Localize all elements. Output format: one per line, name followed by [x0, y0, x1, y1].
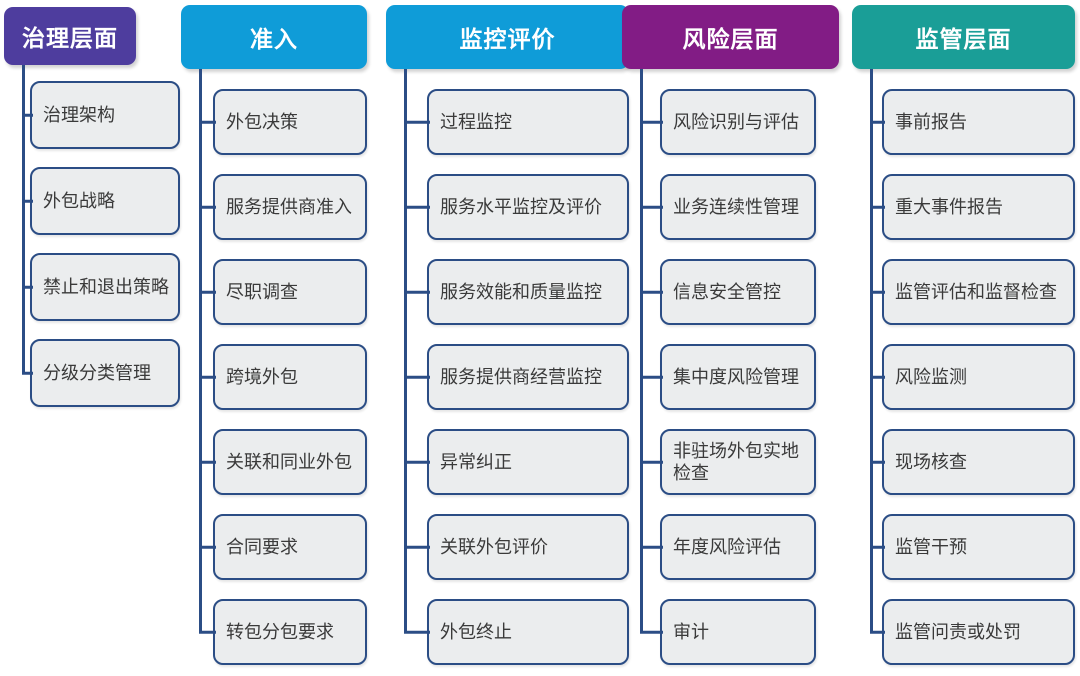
node-regulation: 现场核查 — [852, 429, 1075, 495]
node-monitoring-evaluation: 外包终止 — [386, 599, 629, 665]
node-risk: 非驻场外包实地检查 — [622, 429, 839, 495]
node-label: 外包终止 — [427, 599, 629, 665]
node-risk: 风险识别与评估 — [622, 89, 839, 155]
node-label: 风险识别与评估 — [660, 89, 816, 155]
node-label: 治理架构 — [30, 81, 180, 149]
node-governance: 外包战略 — [4, 167, 180, 235]
node-label: 服务提供商准入 — [213, 174, 367, 240]
column-items-regulation: 事前报告重大事件报告监管评估和监督检查风险监测现场核查监管干预监管问责或处罚 — [852, 69, 1075, 665]
node-label: 合同要求 — [213, 514, 367, 580]
node-label: 外包决策 — [213, 89, 367, 155]
column-items-monitoring-evaluation: 过程监控服务水平监控及评价服务效能和质量监控服务提供商经营监控异常纠正关联外包评… — [386, 69, 629, 665]
node-governance: 禁止和退出策略 — [4, 253, 180, 321]
node-label: 禁止和退出策略 — [30, 253, 180, 321]
node-admission: 跨境外包 — [181, 344, 367, 410]
node-label: 现场核查 — [882, 429, 1075, 495]
node-label: 非驻场外包实地检查 — [660, 429, 816, 495]
node-label: 审计 — [660, 599, 816, 665]
column-monitoring-evaluation: 监控评价 过程监控服务水平监控及评价服务效能和质量监控服务提供商经营监控异常纠正… — [386, 5, 629, 665]
node-label: 信息安全管控 — [660, 259, 816, 325]
node-risk: 年度风险评估 — [622, 514, 839, 580]
node-label: 分级分类管理 — [30, 339, 180, 407]
column-items-governance: 治理架构外包战略禁止和退出策略分级分类管理 — [4, 65, 180, 407]
node-risk: 集中度风险管理 — [622, 344, 839, 410]
node-risk: 信息安全管控 — [622, 259, 839, 325]
node-admission: 关联和同业外包 — [181, 429, 367, 495]
node-label: 过程监控 — [427, 89, 629, 155]
node-regulation: 事前报告 — [852, 89, 1075, 155]
node-label: 监管评估和监督检查 — [882, 259, 1075, 325]
node-label: 尽职调查 — [213, 259, 367, 325]
node-admission: 外包决策 — [181, 89, 367, 155]
column-admission: 准入 外包决策服务提供商准入尽职调查跨境外包关联和同业外包合同要求转包分包要求 — [181, 5, 367, 665]
node-admission: 合同要求 — [181, 514, 367, 580]
node-label: 业务连续性管理 — [660, 174, 816, 240]
node-governance: 分级分类管理 — [4, 339, 180, 407]
node-label: 服务提供商经营监控 — [427, 344, 629, 410]
node-monitoring-evaluation: 服务效能和质量监控 — [386, 259, 629, 325]
node-label: 监管干预 — [882, 514, 1075, 580]
node-governance: 治理架构 — [4, 81, 180, 149]
node-monitoring-evaluation: 服务提供商经营监控 — [386, 344, 629, 410]
node-label: 风险监测 — [882, 344, 1075, 410]
node-risk: 业务连续性管理 — [622, 174, 839, 240]
node-monitoring-evaluation: 服务水平监控及评价 — [386, 174, 629, 240]
node-monitoring-evaluation: 异常纠正 — [386, 429, 629, 495]
node-admission: 转包分包要求 — [181, 599, 367, 665]
column-items-admission: 外包决策服务提供商准入尽职调查跨境外包关联和同业外包合同要求转包分包要求 — [181, 69, 367, 665]
node-label: 关联外包评价 — [427, 514, 629, 580]
node-monitoring-evaluation: 过程监控 — [386, 89, 629, 155]
node-monitoring-evaluation: 关联外包评价 — [386, 514, 629, 580]
column-header-risk: 风险层面 — [622, 5, 839, 69]
node-regulation: 风险监测 — [852, 344, 1075, 410]
column-risk: 风险层面 风险识别与评估业务连续性管理信息安全管控集中度风险管理非驻场外包实地检… — [622, 5, 839, 665]
column-governance: 治理层面 治理架构外包战略禁止和退出策略分级分类管理 — [4, 5, 180, 407]
node-label: 服务水平监控及评价 — [427, 174, 629, 240]
column-regulation: 监管层面 事前报告重大事件报告监管评估和监督检查风险监测现场核查监管干预监管问责… — [852, 5, 1075, 665]
node-label: 重大事件报告 — [882, 174, 1075, 240]
node-regulation: 监管问责或处罚 — [852, 599, 1075, 665]
column-items-risk: 风险识别与评估业务连续性管理信息安全管控集中度风险管理非驻场外包实地检查年度风险… — [622, 69, 839, 665]
column-header-monitoring-evaluation: 监控评价 — [386, 5, 629, 69]
node-risk: 审计 — [622, 599, 839, 665]
node-regulation: 重大事件报告 — [852, 174, 1075, 240]
node-admission: 服务提供商准入 — [181, 174, 367, 240]
node-label: 异常纠正 — [427, 429, 629, 495]
column-header-regulation: 监管层面 — [852, 5, 1075, 69]
node-label: 服务效能和质量监控 — [427, 259, 629, 325]
node-label: 年度风险评估 — [660, 514, 816, 580]
node-label: 监管问责或处罚 — [882, 599, 1075, 665]
node-admission: 尽职调查 — [181, 259, 367, 325]
node-label: 集中度风险管理 — [660, 344, 816, 410]
column-header-admission: 准入 — [181, 5, 367, 69]
column-header-governance: 治理层面 — [4, 7, 136, 65]
node-label: 跨境外包 — [213, 344, 367, 410]
node-label: 转包分包要求 — [213, 599, 367, 665]
node-label: 关联和同业外包 — [213, 429, 367, 495]
node-label: 事前报告 — [882, 89, 1075, 155]
node-regulation: 监管评估和监督检查 — [852, 259, 1075, 325]
node-regulation: 监管干预 — [852, 514, 1075, 580]
node-label: 外包战略 — [30, 167, 180, 235]
